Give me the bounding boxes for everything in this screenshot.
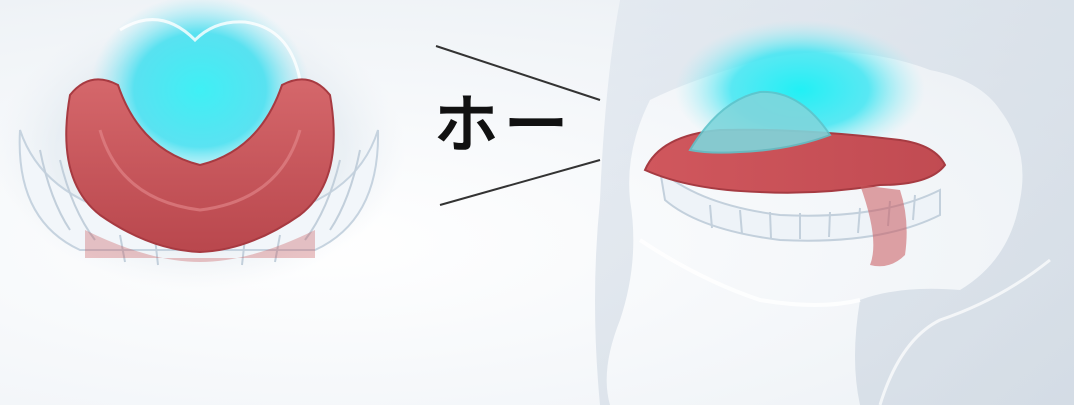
mouth-front-view xyxy=(0,0,405,290)
caption-text: ホー xyxy=(424,86,584,166)
mouth-side-view xyxy=(595,0,1074,405)
pointer-line-bottom xyxy=(440,160,600,205)
